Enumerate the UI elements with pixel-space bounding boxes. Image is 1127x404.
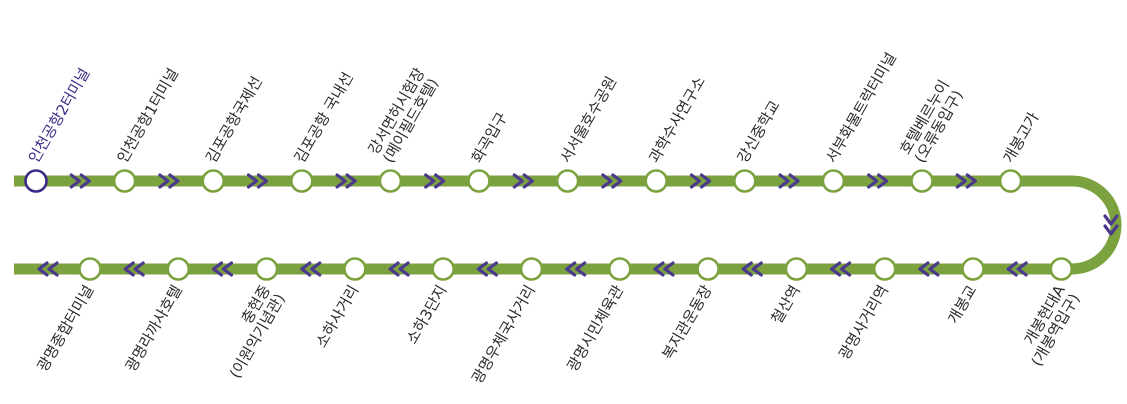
station-marker — [607, 257, 632, 281]
station-label: 강서면허시험장(메이필드호텔) — [365, 65, 444, 166]
direction-arrow-left — [123, 261, 145, 277]
stations — [24, 169, 1074, 281]
station-marker — [343, 257, 367, 281]
station-marker — [961, 257, 985, 281]
direction-arrow-left — [918, 261, 940, 277]
station-marker — [821, 169, 846, 193]
direction-arrow-right — [246, 173, 269, 189]
station-label: 광명시민체육관 — [563, 282, 627, 375]
station-label: 복지관운동장 — [659, 282, 716, 363]
station-label: 과학수사연구소 — [645, 73, 709, 166]
station-marker — [555, 169, 580, 193]
station-label: 철산역 — [768, 282, 804, 327]
station-marker — [998, 169, 1023, 193]
route-line — [14, 175, 1122, 275]
direction-arrow-left — [476, 261, 498, 277]
station-label: 소하3단지 — [403, 282, 451, 347]
direction-arrow-right — [867, 173, 889, 189]
station-label: 충현중(이원익기념관) — [211, 282, 289, 381]
station-label-line: 개봉고가 — [999, 109, 1042, 166]
station-label-line: 강신중학교 — [734, 97, 784, 166]
station-marker — [201, 169, 225, 193]
station-label: 인천공항1터미널 — [113, 65, 182, 166]
station-marker — [254, 257, 279, 281]
direction-arrow-left — [565, 261, 587, 277]
direction-arrow-right — [158, 173, 180, 189]
station-label-line: 광명종합터미널 — [34, 282, 98, 375]
direction-arrow-left — [388, 261, 410, 277]
station-label: 광명우체국사거리 — [468, 282, 539, 387]
station-label-line: 인천공항2터미널 — [25, 65, 94, 166]
station-label-line: 광명우체국사거리 — [468, 282, 539, 387]
station-label: 인천공항2터미널 — [25, 65, 94, 166]
station-label-line: 인천공항1터미널 — [113, 65, 182, 166]
station-label-line: 광명시민체육관 — [563, 282, 627, 375]
current-station-marker — [24, 169, 48, 193]
station-label-line: 복지관운동장 — [659, 282, 716, 363]
station-label-line: 광명사거리역 — [835, 282, 892, 363]
station-label: 서서울호수공원 — [556, 73, 620, 166]
station-label-line: 서서울호수공원 — [556, 73, 620, 166]
station-label-line: 서부화물트럭터미널 — [822, 49, 900, 166]
station-label: 김포공항 국내선 — [291, 69, 357, 166]
direction-arrow-left — [300, 261, 322, 277]
station-label: 서부화물트럭터미널 — [822, 49, 900, 166]
station-label-line: 소하사거리 — [312, 282, 362, 351]
station-marker — [467, 169, 491, 193]
station-marker — [112, 169, 137, 193]
station-marker — [78, 257, 102, 281]
station-label: 개봉고가 — [999, 109, 1042, 166]
direction-arrow-down — [1103, 214, 1119, 236]
station-label-line: 과학수사연구소 — [645, 73, 709, 166]
station-marker — [784, 257, 809, 281]
direction-arrow-right — [335, 173, 357, 189]
direction-arrow-right — [689, 173, 712, 189]
station-marker — [696, 257, 720, 281]
direction-arrow-left — [741, 261, 763, 277]
station-marker — [910, 169, 934, 193]
station-marker — [378, 169, 403, 193]
station-marker — [1049, 257, 1074, 281]
station-label: 소하사거리 — [312, 282, 362, 351]
station-label: 화곡입구 — [468, 109, 511, 166]
station-label: 강신중학교 — [734, 97, 784, 166]
direction-arrow-left — [211, 261, 234, 277]
direction-arrow-left — [1006, 261, 1028, 277]
station-label: 개봉현대A(개봉역입구) — [1013, 281, 1084, 369]
station-label-line: 광명라까사호텔 — [122, 282, 186, 375]
station-marker — [166, 257, 191, 281]
station-label-line: 소하3단지 — [403, 282, 451, 347]
station-marker — [872, 257, 897, 281]
station-label: 개봉교 — [944, 282, 980, 327]
direction-arrow-right — [512, 173, 534, 189]
station-label: 광명라까사호텔 — [122, 282, 186, 375]
direction-arrow-right — [424, 173, 446, 189]
direction-arrow-left — [829, 261, 852, 277]
station-label: 광명종합터미널 — [34, 282, 98, 375]
station-marker — [289, 169, 314, 193]
station-label-line: 화곡입구 — [468, 109, 511, 166]
station-label-line: 김포공항 국내선 — [291, 69, 357, 166]
station-label: 김포공항국제선 — [202, 73, 266, 166]
station-label: 광명사거리역 — [835, 282, 892, 363]
direction-arrow-left — [37, 261, 59, 277]
direction-arrow-right — [778, 173, 800, 189]
direction-arrow-right — [601, 173, 623, 189]
direction-arrows — [37, 173, 1119, 277]
direction-arrow-right — [955, 173, 977, 189]
direction-arrow-left — [653, 261, 675, 277]
station-label-line: 개봉교 — [944, 282, 980, 327]
station-label-line: 김포공항국제선 — [202, 73, 266, 166]
station-marker — [519, 257, 544, 281]
station-label: 호텔베르누이(오류동입구) — [896, 77, 968, 166]
station-marker — [732, 169, 757, 193]
direction-arrow-right — [69, 173, 91, 189]
station-marker — [644, 169, 669, 193]
station-marker — [431, 257, 456, 281]
station-label-line: 철산역 — [768, 282, 804, 327]
